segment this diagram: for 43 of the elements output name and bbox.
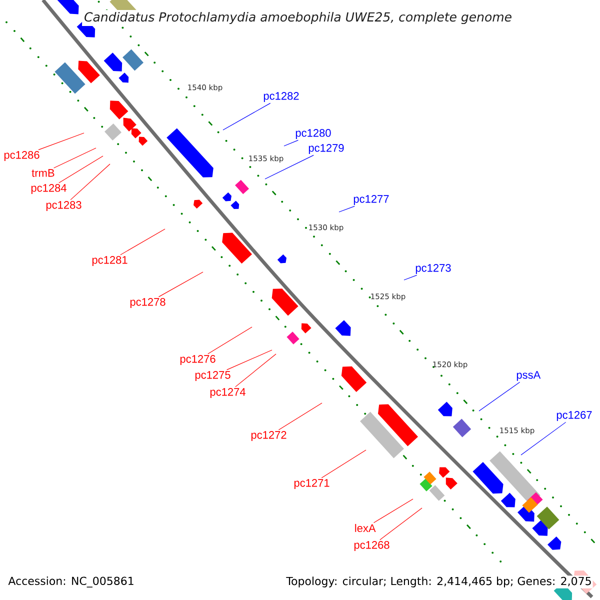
leader-line [338, 206, 355, 212]
leader-line [54, 148, 96, 168]
leader-line [404, 274, 418, 280]
gene-label: pc1278 [130, 298, 166, 308]
leader-line [208, 326, 252, 354]
leader-line [70, 164, 110, 200]
title: Candidatus Protochlamydia amoebophila UWE25, complete genome [82, 10, 514, 26]
leader-line [222, 102, 271, 130]
gene-label: pc1271 [294, 479, 330, 489]
leader-line [120, 228, 166, 256]
gene-label: pc1284 [31, 184, 66, 194]
leader-line [520, 422, 566, 456]
gene-label: pc1286 [4, 151, 40, 161]
gene-label: pc1275 [195, 371, 230, 381]
gene-label: pc1277 [354, 195, 389, 205]
gene-label: pssA [516, 371, 541, 381]
leader-line [478, 382, 520, 412]
leader-line [278, 402, 322, 430]
footer-text: Topology: circular; Length: 2,414,465 bp; Genes: 2,075 [285, 576, 593, 588]
gene-label: pc1273 [416, 264, 451, 274]
leader-line [264, 154, 314, 180]
gene-label: pc1281 [92, 256, 128, 266]
leader-line [380, 508, 422, 540]
gene-label: pc1274 [210, 388, 246, 398]
gene-label: pc1280 [296, 129, 331, 139]
gene-label: pc1272 [251, 431, 286, 441]
gene-label: pc1268 [354, 541, 390, 551]
gene-label: lexA [355, 524, 376, 532]
footer-text: Accession: NC_005861 [8, 576, 134, 588]
gene-label: pc1279 [308, 144, 344, 154]
gene-label: pc1267 [556, 411, 592, 421]
leader-line [38, 132, 84, 150]
leader-line [284, 140, 298, 146]
gene-label: trmB [32, 169, 54, 177]
leader-line [58, 156, 104, 184]
leader-line [373, 498, 414, 524]
gene-label: pc1283 [46, 201, 82, 211]
leader-line [235, 354, 276, 388]
leader-line [226, 350, 272, 370]
gene-label: pc1282 [264, 92, 299, 102]
leader-line [321, 450, 366, 478]
gene-label: pc1276 [180, 355, 216, 365]
leader-line [158, 272, 204, 298]
